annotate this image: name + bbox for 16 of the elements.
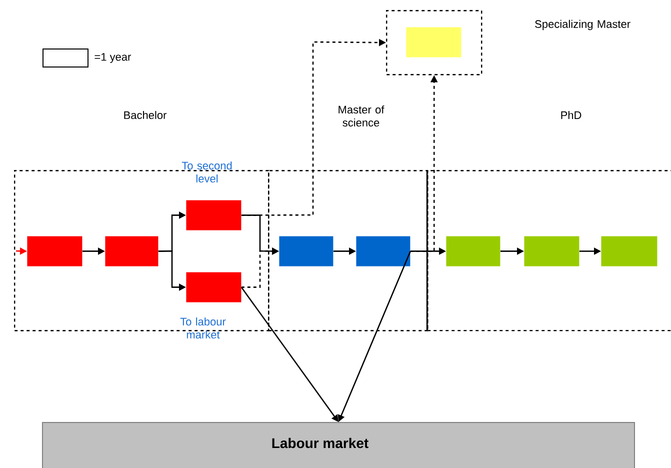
year-block [279,236,334,266]
labour-market-bar: Labour market [42,422,635,468]
region-heading: Master of science [338,105,384,127]
year-block [446,236,500,266]
year-block [105,236,158,266]
region-heading: Specializing Master [535,20,630,30]
legend-text: =1 year [94,53,131,63]
year-block [356,236,410,266]
year-block [601,236,658,266]
pathway-label: To second level [182,161,232,183]
region-heading: PhD [561,111,582,119]
region-heading: Bachelor [124,110,167,120]
year-block [27,236,82,266]
pathway-label: To labour market [180,317,226,339]
year-block [406,27,462,58]
year-block [524,236,580,266]
